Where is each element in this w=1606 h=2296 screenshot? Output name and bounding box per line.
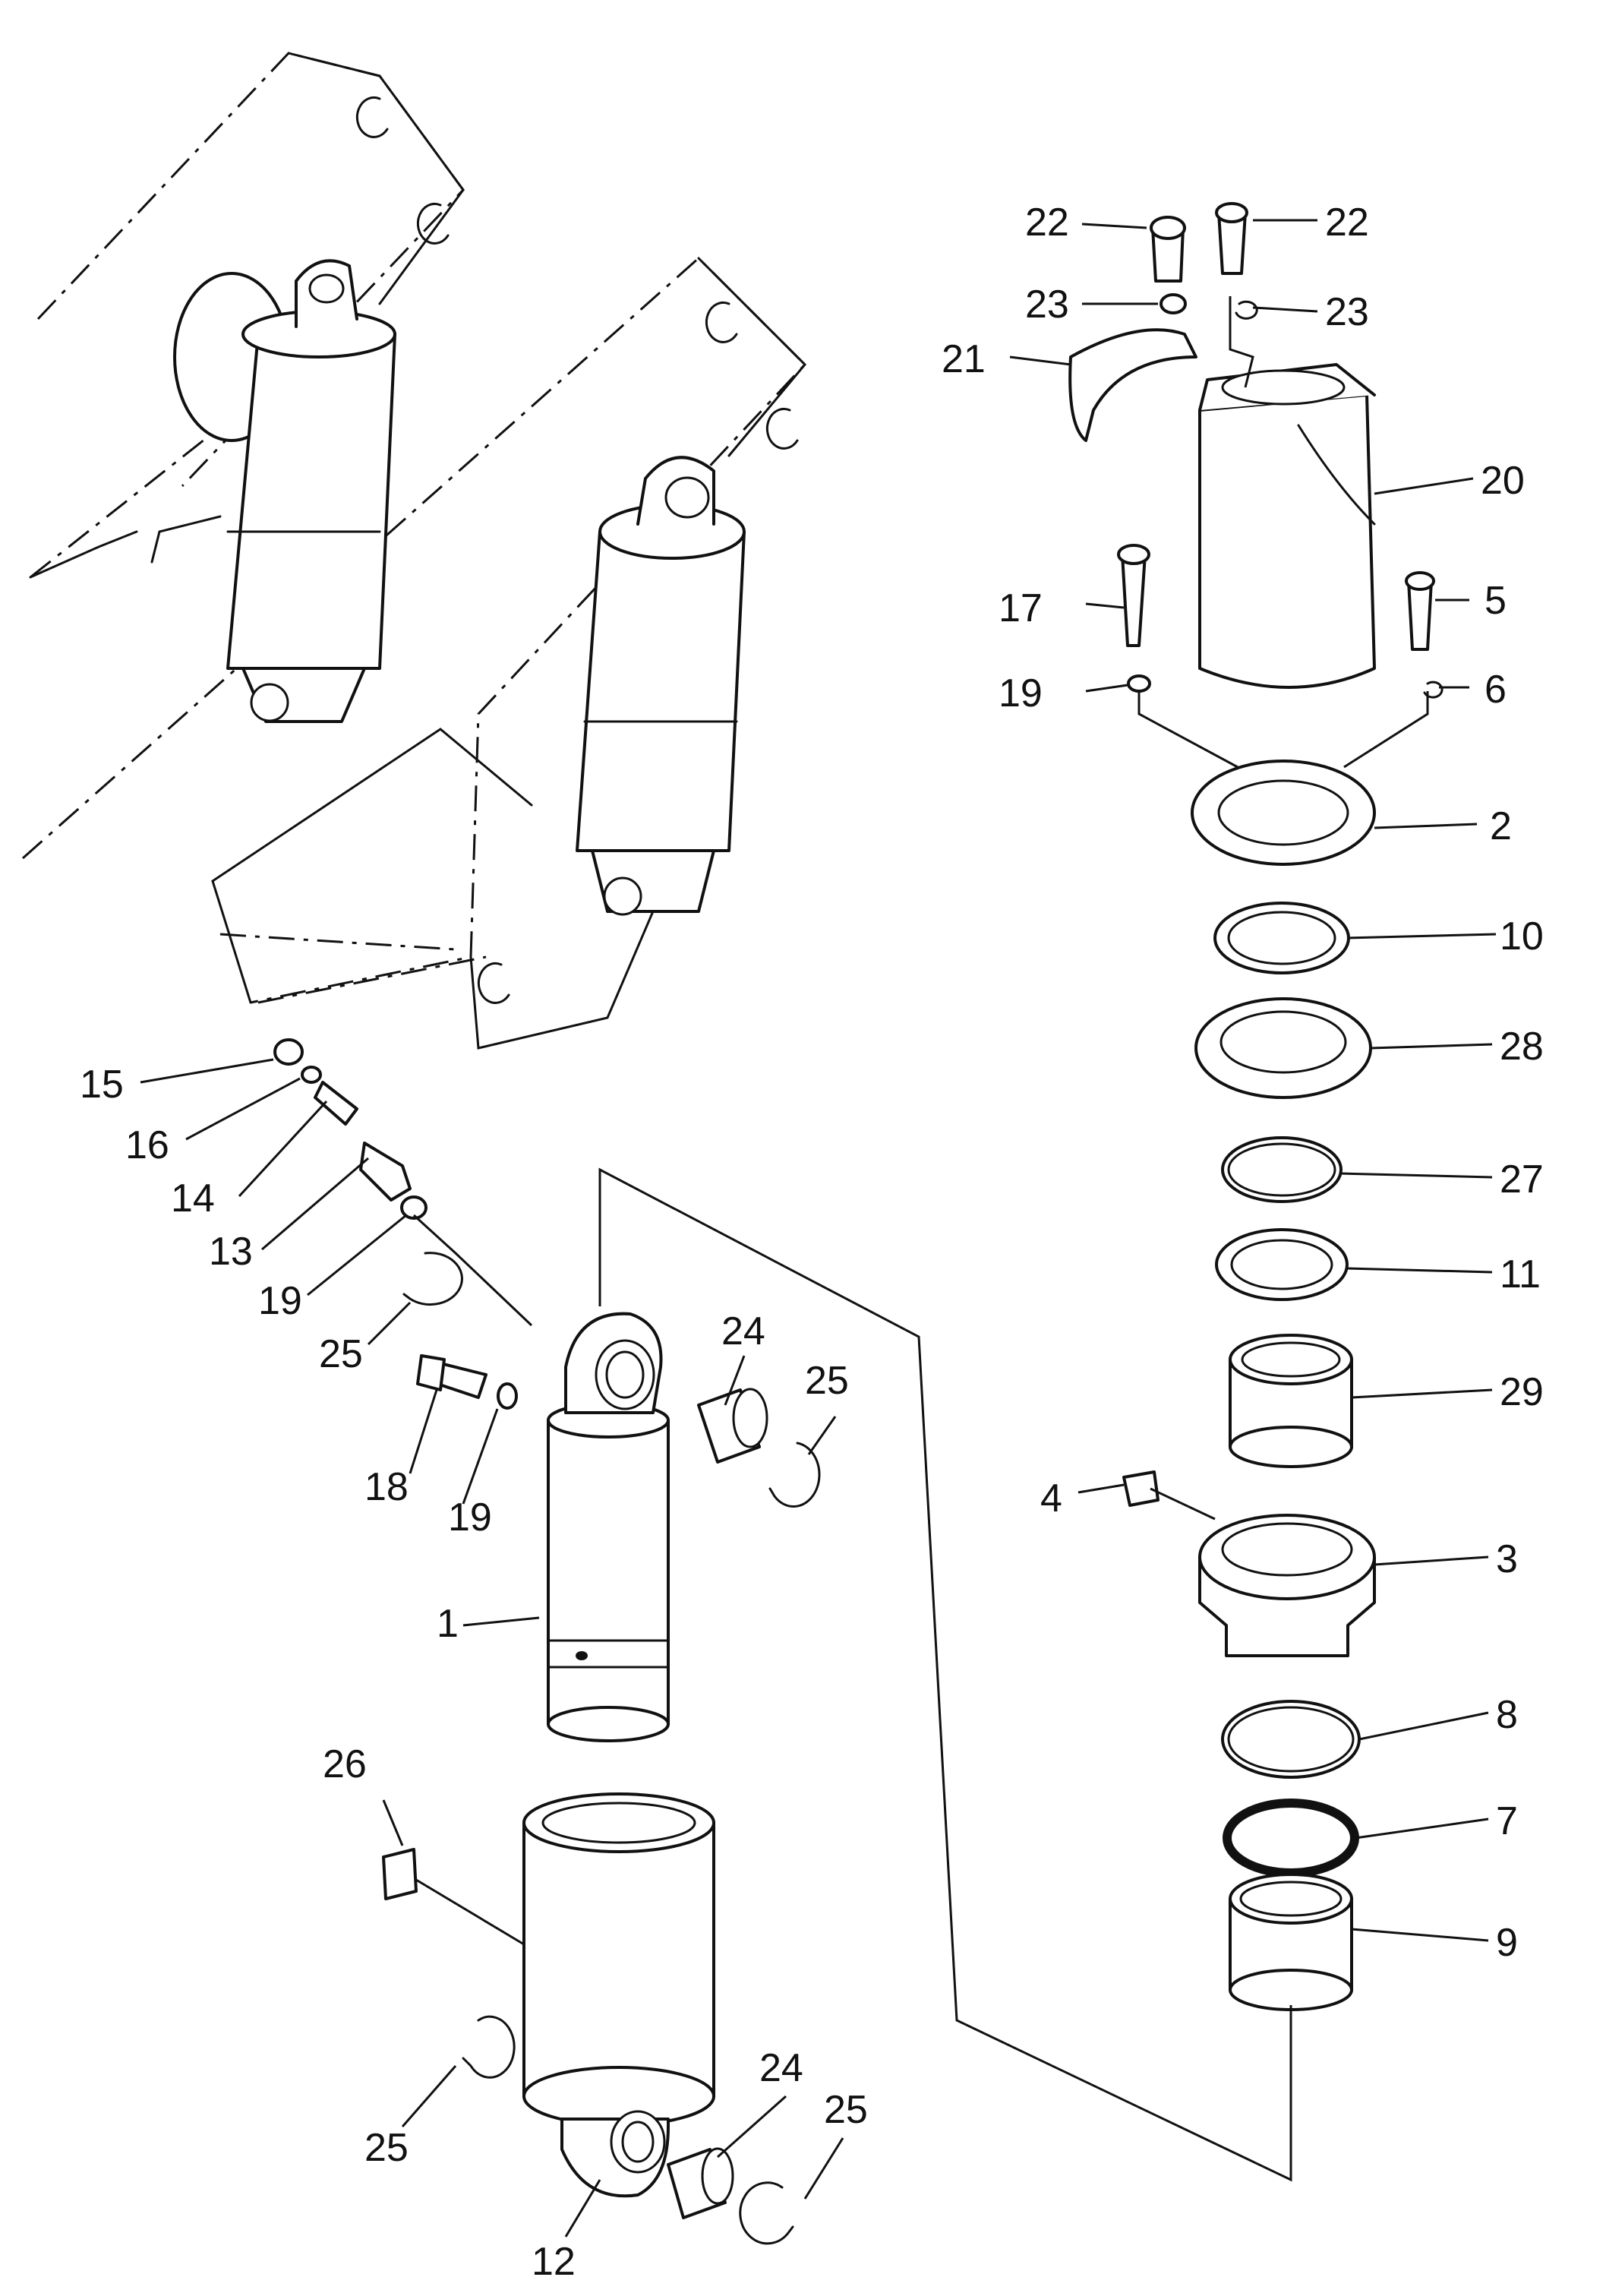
cover-20 xyxy=(1198,393,1376,689)
plug-4 xyxy=(1122,1470,1160,1507)
callout-17: 17 xyxy=(999,586,1043,630)
callout-21: 21 xyxy=(942,337,986,381)
washer-23-right xyxy=(1235,300,1258,320)
callout-23-right: 23 xyxy=(1325,290,1369,334)
bearing-stack xyxy=(1068,202,1444,2011)
callout-24-upper: 24 xyxy=(721,1309,765,1353)
bolt-5 xyxy=(1407,580,1433,651)
callout-19-right: 19 xyxy=(999,671,1043,715)
callout-25-left-lower: 25 xyxy=(364,2126,409,2170)
elbow-fitting-13 xyxy=(359,1142,412,1202)
callout-25-right-lower: 25 xyxy=(824,2088,868,2132)
callout-8: 8 xyxy=(1496,1693,1518,1737)
callout-23-left: 23 xyxy=(1025,283,1069,327)
callout-27: 27 xyxy=(1500,1157,1544,1202)
bracket-21 xyxy=(1068,328,1197,442)
cover-12 xyxy=(522,1821,715,2098)
callout-22-left: 22 xyxy=(1025,201,1069,245)
washer-19-right xyxy=(1127,674,1151,693)
callout-3: 3 xyxy=(1496,1537,1518,1581)
callout-19-left-lower: 19 xyxy=(448,1495,492,1540)
callout-15: 15 xyxy=(80,1063,124,1107)
snap-ring-25-right-upper xyxy=(768,1442,821,1508)
callout-1: 1 xyxy=(437,1602,459,1646)
callout-18: 18 xyxy=(364,1465,409,1509)
assembly-lines xyxy=(412,296,1429,2182)
machine-frame-view xyxy=(22,52,807,1050)
callout-26: 26 xyxy=(323,1742,367,1786)
callout-16: 16 xyxy=(125,1123,169,1167)
cylinder-body-1 xyxy=(547,1419,670,1726)
callout-9: 9 xyxy=(1496,1921,1518,1965)
callout-labels: 22 22 23 23 21 20 17 5 19 6 2 10 28 27 1… xyxy=(80,201,1544,2284)
washer-23-left xyxy=(1160,293,1187,314)
callout-14: 14 xyxy=(171,1176,215,1221)
snap-ring-25-right-lower xyxy=(739,2181,794,2245)
callout-25-right-upper: 25 xyxy=(805,1359,849,1403)
callout-24-lower: 24 xyxy=(759,2046,803,2090)
callout-6: 6 xyxy=(1485,668,1507,712)
leader-lines xyxy=(140,219,1497,2238)
cylinder-assembly xyxy=(273,1038,821,2245)
callout-20: 20 xyxy=(1481,459,1525,503)
o-ring-16 xyxy=(301,1066,322,1084)
callout-7: 7 xyxy=(1496,1799,1518,1843)
o-ring-7 xyxy=(1223,1799,1359,1878)
grease-fitting-14 xyxy=(314,1081,358,1126)
callout-25-upper: 25 xyxy=(319,1332,363,1376)
plate-26 xyxy=(382,1848,418,1900)
washer-19-lower xyxy=(497,1382,518,1410)
callout-13: 13 xyxy=(209,1230,253,1274)
snap-ring-25-upper xyxy=(402,1252,463,1306)
washer-19-upper xyxy=(400,1195,428,1220)
callout-2: 2 xyxy=(1490,804,1512,848)
callout-12: 12 xyxy=(532,2240,576,2284)
callout-19-left-upper: 19 xyxy=(258,1279,302,1323)
cap-15 xyxy=(273,1038,304,1066)
callout-29: 29 xyxy=(1500,1370,1544,1414)
callout-10: 10 xyxy=(1500,914,1544,959)
callout-22-right: 22 xyxy=(1325,201,1369,245)
callout-28: 28 xyxy=(1500,1025,1544,1069)
callout-4: 4 xyxy=(1040,1476,1062,1521)
snap-ring-25-left-lower xyxy=(462,2015,516,2079)
callout-11: 11 xyxy=(1500,1252,1541,1296)
bolt-17 xyxy=(1121,553,1147,647)
callout-5: 5 xyxy=(1485,579,1507,623)
